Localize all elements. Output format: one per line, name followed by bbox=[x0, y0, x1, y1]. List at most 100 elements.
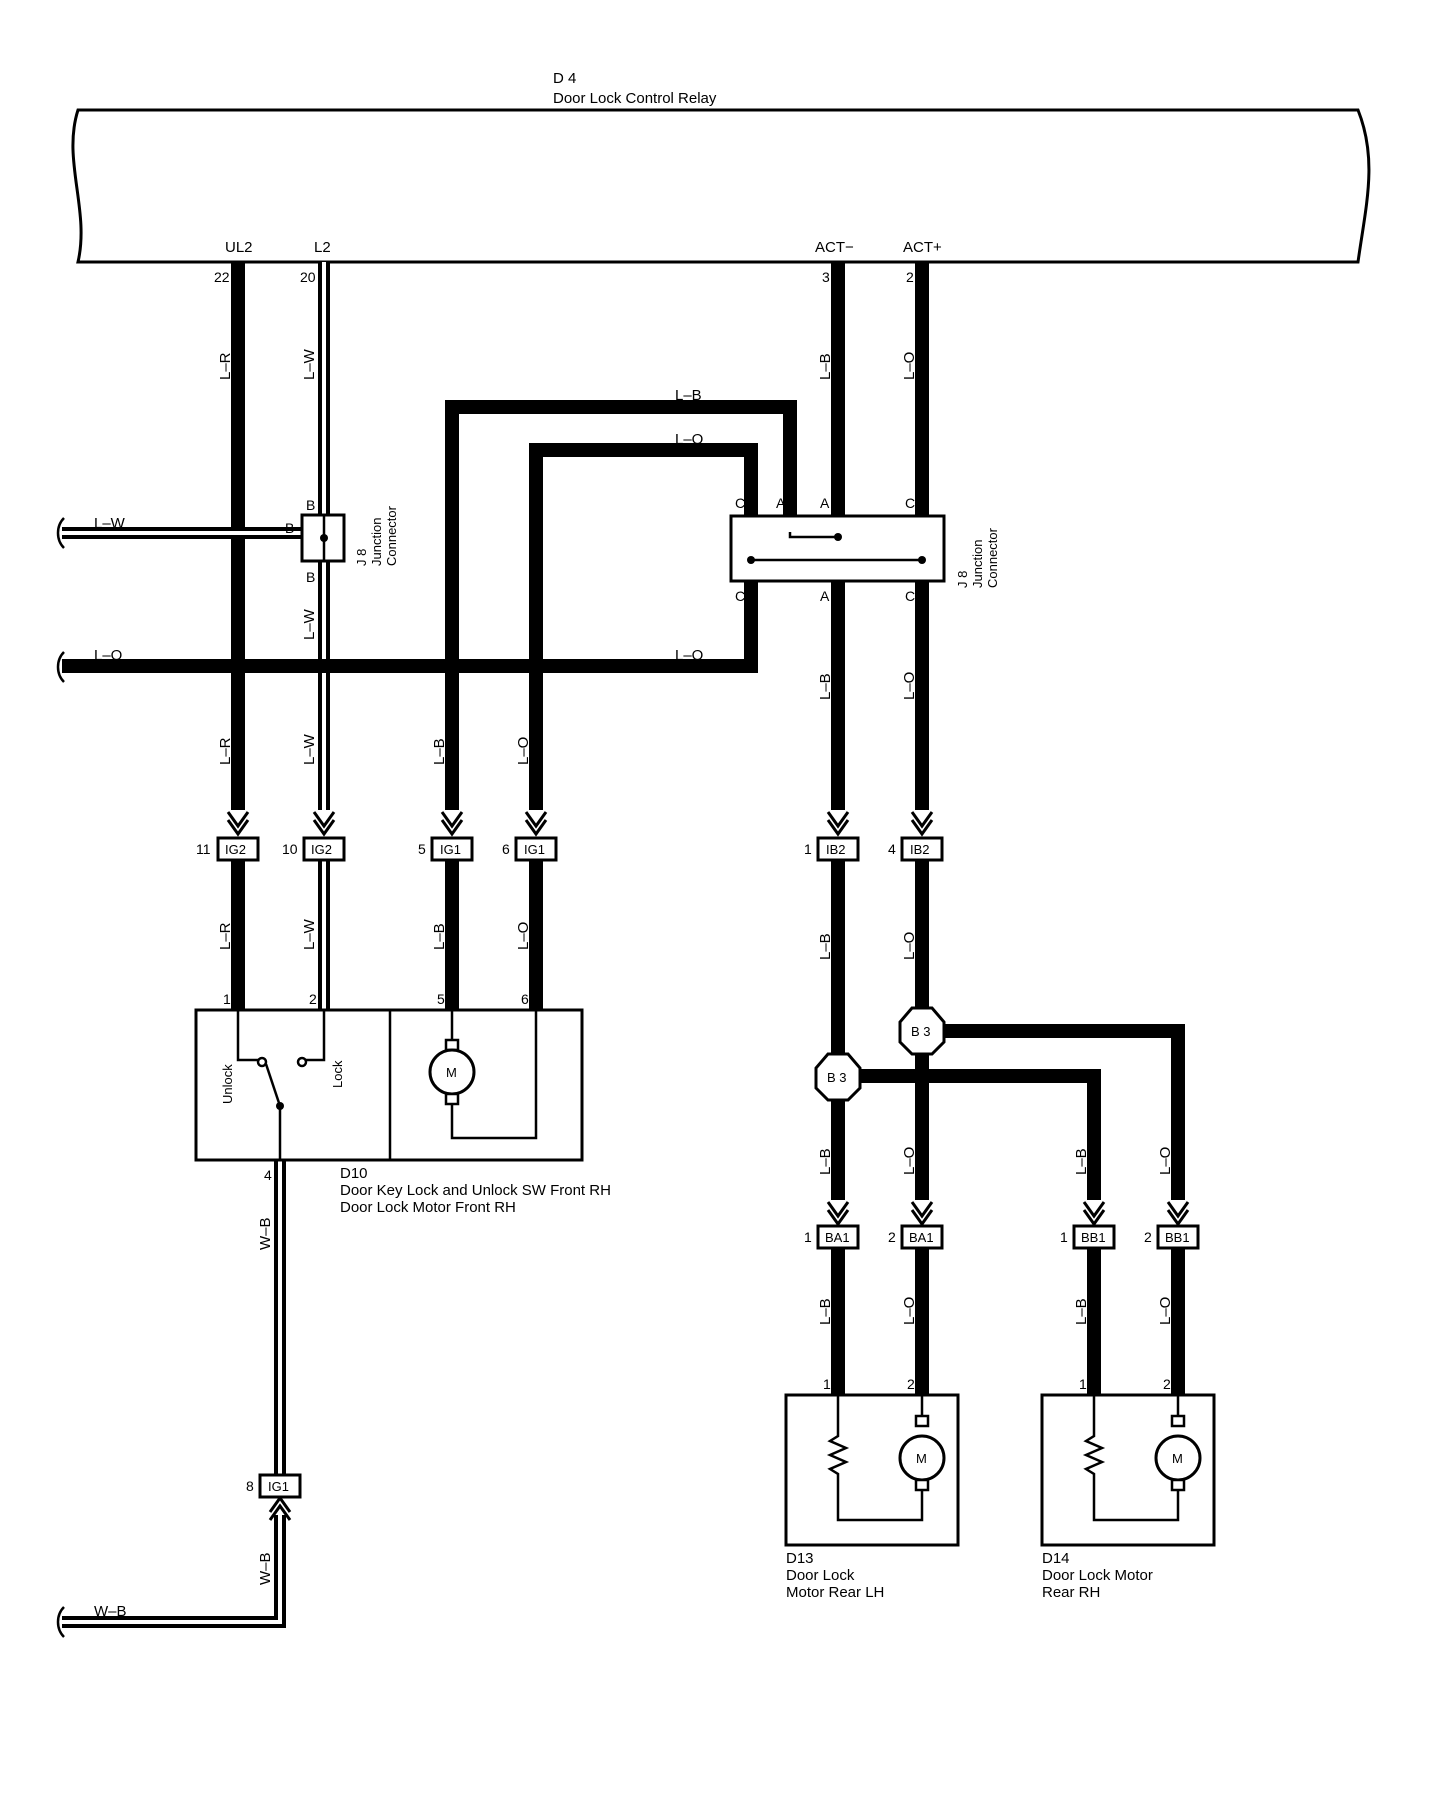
inline-connector-ig1-8: IG1 8 bbox=[246, 1473, 302, 1499]
inline-connector-ig1-6: IG1 6 bbox=[502, 836, 558, 862]
motor-icon: M bbox=[446, 1065, 457, 1080]
junction-connector-right: C A A C C A C J 8 Junction Connector bbox=[729, 495, 1000, 604]
svg-text:A: A bbox=[776, 495, 786, 511]
wire-lw bbox=[62, 262, 330, 1010]
svg-text:8: 8 bbox=[246, 1478, 254, 1494]
junction-right-code: J 8 bbox=[955, 571, 970, 588]
d10-code: D10 bbox=[340, 1165, 368, 1182]
inline-connector-ib2-1: IB2 1 bbox=[804, 836, 860, 862]
inline-connector-bb1-2: BB1 2 bbox=[1144, 1224, 1200, 1250]
d10-line1: Door Key Lock and Unlock SW Front RH bbox=[340, 1182, 611, 1199]
splice-b3-lower: B 3 bbox=[814, 1052, 862, 1102]
svg-text:L–W: L–W bbox=[301, 608, 318, 640]
wire-lo-d10 bbox=[62, 443, 758, 1010]
svg-text:IG2: IG2 bbox=[225, 842, 246, 857]
svg-text:L–O: L–O bbox=[1157, 1297, 1174, 1325]
svg-text:L–R: L–R bbox=[217, 352, 234, 380]
motor-icon: M bbox=[916, 1451, 927, 1466]
svg-text:L–B: L–B bbox=[675, 387, 702, 404]
svg-text:1: 1 bbox=[804, 1229, 812, 1245]
wire-wb bbox=[62, 1160, 286, 1628]
splice-b3-upper: B 3 bbox=[898, 1006, 946, 1056]
svg-text:L–O: L–O bbox=[901, 352, 918, 380]
svg-text:L–B: L–B bbox=[817, 1148, 834, 1175]
svg-text:L–B: L–B bbox=[431, 923, 448, 950]
svg-text:C: C bbox=[905, 495, 915, 511]
svg-text:L–O: L–O bbox=[1157, 1147, 1174, 1175]
svg-text:W–B: W–B bbox=[257, 1552, 274, 1585]
svg-text:L–B: L–B bbox=[817, 673, 834, 700]
svg-text:5: 5 bbox=[437, 991, 445, 1007]
svg-text:A: A bbox=[820, 495, 830, 511]
svg-text:B: B bbox=[285, 520, 294, 536]
svg-text:BB1: BB1 bbox=[1165, 1230, 1190, 1245]
svg-text:L–W: L–W bbox=[301, 348, 318, 380]
svg-text:6: 6 bbox=[502, 841, 510, 857]
svg-text:10: 10 bbox=[282, 841, 298, 857]
svg-text:L–O: L–O bbox=[515, 922, 532, 950]
pin-act-minus: 3 bbox=[822, 269, 830, 285]
svg-text:L–O: L–O bbox=[515, 737, 532, 765]
inline-connector-ib2-4: IB2 4 bbox=[888, 836, 944, 862]
d10-line2: Door Lock Motor Front RH bbox=[340, 1199, 516, 1216]
svg-text:B: B bbox=[306, 497, 315, 513]
inline-connector-ig2-11: IG2 11 bbox=[196, 836, 260, 862]
svg-text:Connector: Connector bbox=[985, 527, 1000, 588]
svg-text:IB2: IB2 bbox=[910, 842, 930, 857]
svg-text:1: 1 bbox=[1079, 1376, 1087, 1392]
terminal-act-plus: ACT+ bbox=[903, 239, 942, 256]
inline-connector-ig2-10: IG2 10 bbox=[282, 836, 346, 862]
d14-code: D14 bbox=[1042, 1550, 1070, 1567]
relay-code: D 4 bbox=[553, 70, 576, 87]
svg-text:L–B: L–B bbox=[1073, 1148, 1090, 1175]
relay-name: Door Lock Control Relay bbox=[553, 90, 717, 107]
component-d13: 1 2 M D13 Door Lock Motor Rear LH bbox=[784, 1376, 960, 1601]
svg-text:BA1: BA1 bbox=[825, 1230, 850, 1245]
svg-text:1: 1 bbox=[804, 841, 812, 857]
d14-line2: Rear RH bbox=[1042, 1584, 1100, 1601]
svg-text:L–O: L–O bbox=[675, 431, 703, 448]
svg-text:L–W: L–W bbox=[301, 918, 318, 950]
svg-text:L–O: L–O bbox=[901, 1297, 918, 1325]
svg-text:IB2: IB2 bbox=[826, 842, 846, 857]
svg-text:2: 2 bbox=[1163, 1376, 1171, 1392]
relay-d4: D 4 Door Lock Control Relay UL2 22 L2 20… bbox=[71, 70, 1371, 285]
unlock-label: Unlock bbox=[220, 1064, 235, 1104]
pin-ul2: 22 bbox=[214, 269, 230, 285]
d14-line1: Door Lock Motor bbox=[1042, 1567, 1153, 1584]
wire-labels: L–R L–R L–R L–W L–W L–W L–W L–B L–B L–O … bbox=[94, 348, 1174, 1620]
terminal-l2: L2 bbox=[314, 239, 331, 256]
svg-text:L–W: L–W bbox=[301, 733, 318, 765]
svg-text:L–B: L–B bbox=[817, 933, 834, 960]
svg-text:5: 5 bbox=[418, 841, 426, 857]
inline-connector-bb1-1: BB1 1 bbox=[1060, 1224, 1116, 1250]
svg-text:C: C bbox=[735, 588, 745, 604]
junction-left-code: J 8 bbox=[354, 549, 369, 566]
svg-text:L–R: L–R bbox=[217, 737, 234, 765]
svg-text:L–O: L–O bbox=[901, 672, 918, 700]
svg-text:BB1: BB1 bbox=[1081, 1230, 1106, 1245]
svg-text:L–R: L–R bbox=[217, 922, 234, 950]
inline-connector-ig1-5: IG1 5 bbox=[418, 836, 474, 862]
svg-text:L–B: L–B bbox=[817, 353, 834, 380]
svg-text:A: A bbox=[820, 588, 830, 604]
pin-act-plus: 2 bbox=[906, 269, 914, 285]
svg-text:Junction: Junction bbox=[970, 540, 985, 588]
wire-act-plus bbox=[915, 262, 1185, 1395]
motor-icon: M bbox=[1172, 1451, 1183, 1466]
svg-text:1: 1 bbox=[823, 1376, 831, 1392]
svg-text:2: 2 bbox=[309, 991, 317, 1007]
svg-text:BA1: BA1 bbox=[909, 1230, 934, 1245]
svg-text:4: 4 bbox=[888, 841, 896, 857]
svg-text:C: C bbox=[905, 588, 915, 604]
svg-text:4: 4 bbox=[264, 1167, 272, 1183]
d13-line2: Motor Rear LH bbox=[786, 1584, 884, 1601]
svg-text:L–O: L–O bbox=[675, 647, 703, 664]
pin-l2: 20 bbox=[300, 269, 316, 285]
connector-arrows bbox=[226, 811, 1190, 1521]
svg-text:B 3: B 3 bbox=[911, 1024, 931, 1039]
inline-connector-ba1-2: BA1 2 bbox=[888, 1224, 944, 1250]
svg-text:2: 2 bbox=[1144, 1229, 1152, 1245]
svg-text:Junction: Junction bbox=[369, 518, 384, 566]
